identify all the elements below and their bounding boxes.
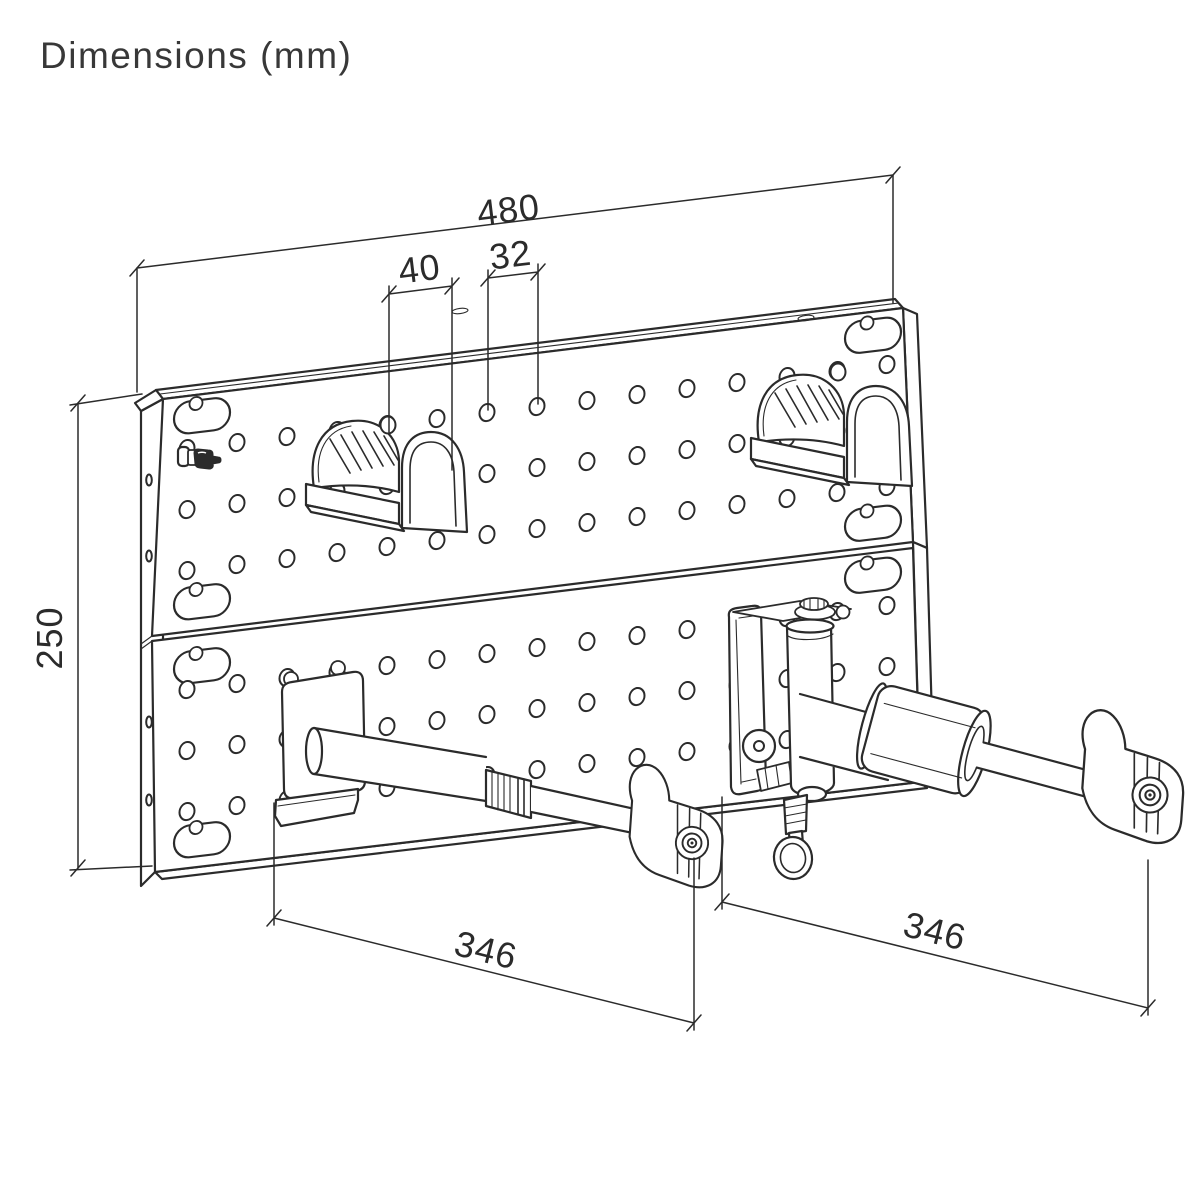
side-face-holes [145, 473, 153, 807]
peg-hole [678, 620, 696, 640]
page-title: Dimensions (mm) [40, 35, 352, 76]
peg-hole [528, 638, 546, 658]
dimension-labels: 480 40 32 250 346 346 [29, 185, 971, 977]
peg-hole [528, 458, 546, 478]
peg-hole [528, 519, 546, 539]
peg-hole [528, 760, 546, 780]
dim-panel-height [69, 393, 153, 877]
peg-hole [178, 802, 196, 822]
peg-hole [678, 742, 696, 762]
dim-hook-offset [381, 277, 460, 471]
peg-hole [228, 796, 246, 816]
top-edge-slot [797, 314, 815, 322]
support-arm-right [727, 597, 1190, 881]
peg-hole [628, 748, 646, 768]
peg-hole [428, 650, 446, 670]
peg-hole [728, 434, 746, 454]
peg-hole [578, 754, 596, 774]
slot-notch [859, 315, 875, 331]
dim-label-left-arm: 346 [450, 922, 521, 977]
slot-notch [188, 582, 204, 597]
peg-hole [628, 687, 646, 707]
peg-hole [178, 500, 196, 520]
slot-notch [859, 503, 875, 519]
peg-hole [378, 537, 396, 557]
peg-hole [678, 440, 696, 460]
peg-hole [379, 415, 397, 435]
peg-hole [628, 507, 646, 527]
peg-hole [228, 735, 246, 755]
peg-hole [578, 632, 596, 652]
dim-panel-width [129, 166, 901, 393]
peg-hole [578, 693, 596, 713]
peg-hole [228, 433, 246, 453]
dim-left-arm [266, 802, 702, 1032]
peg-hole [778, 489, 796, 509]
peg-hole [828, 483, 846, 503]
peg-hole [628, 385, 646, 405]
peg-hole [378, 717, 396, 737]
peg-hole [428, 711, 446, 731]
peg-hole [478, 705, 496, 725]
peg-hole [528, 699, 546, 719]
peg-hole [678, 379, 696, 399]
peg-hole [478, 644, 496, 664]
peg-hole [278, 549, 296, 569]
peg-hole [578, 391, 596, 411]
peg-hole [878, 657, 896, 677]
hinge-pin-and-ring [772, 785, 828, 881]
peg-hole [178, 561, 196, 581]
mounting-slot-holes [172, 315, 903, 859]
support-arm-left [273, 660, 729, 890]
dim-label-hole-pitch: 32 [487, 232, 534, 278]
peg-hole [228, 494, 246, 514]
slot-notch [188, 396, 204, 411]
peg-hole [278, 488, 296, 508]
peg-hole [678, 681, 696, 701]
peg-hole [278, 427, 296, 447]
peg-hole [728, 373, 746, 393]
lock-pin [176, 445, 222, 470]
dim-label-right-arm: 346 [899, 903, 970, 958]
peg-hole [578, 452, 596, 472]
dim-hole-pitch [480, 263, 546, 411]
peg-hole [578, 513, 596, 533]
top-edge-slot [451, 307, 469, 315]
peg-hole [678, 501, 696, 521]
peg-hole [178, 741, 196, 761]
dim-right-arm [714, 796, 1156, 1017]
slot-notch [188, 820, 204, 835]
peg-hole [328, 543, 346, 563]
dim-label-hook-offset: 40 [396, 246, 443, 292]
peg-hole [528, 397, 546, 417]
peg-hole [728, 495, 746, 515]
peg-hole [428, 409, 446, 429]
arm-left-plate-foot [273, 787, 360, 828]
dimension-lines [69, 166, 1156, 1032]
slot-notch [859, 555, 875, 571]
peg-hole [228, 555, 246, 575]
peg-hole [628, 446, 646, 466]
slot-notch [188, 646, 204, 661]
peg-hole [628, 626, 646, 646]
arm-right-bracket [727, 604, 768, 796]
peg-hole [478, 525, 496, 545]
peg-hole [878, 596, 896, 616]
dim-label-width: 480 [475, 185, 543, 233]
peg-hole [478, 464, 496, 484]
peg-hole [228, 674, 246, 694]
tool-hook-right [749, 373, 914, 488]
peg-hole [478, 403, 496, 423]
arm-right-clamp-knob [1074, 707, 1190, 846]
peg-hole [878, 355, 896, 375]
peg-hole [428, 531, 446, 551]
peg-hole [178, 680, 196, 700]
tool-hook-left [304, 419, 469, 534]
peg-hole [378, 656, 396, 676]
dim-label-height: 250 [29, 606, 70, 669]
peg-hole [829, 362, 847, 382]
